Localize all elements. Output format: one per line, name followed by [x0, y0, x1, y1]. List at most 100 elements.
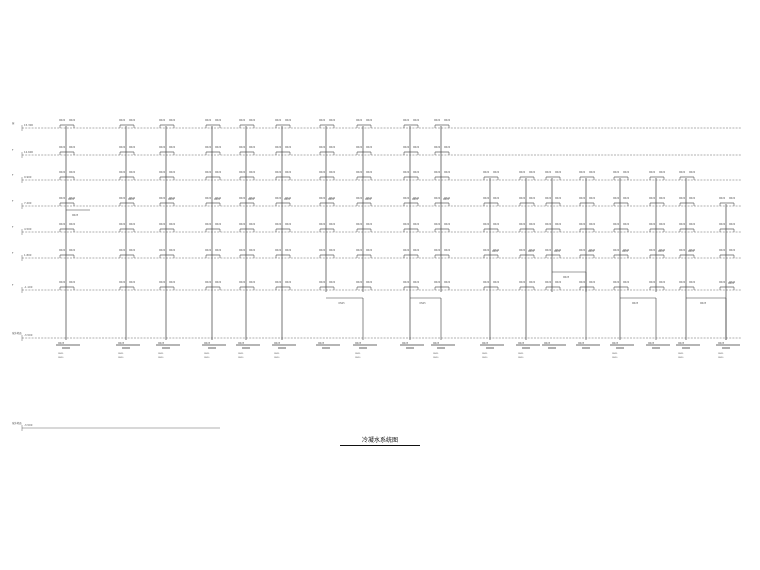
- branch-label: DN20: [129, 119, 136, 122]
- discharge-label: DN25: [648, 342, 655, 345]
- branch-label: DN20: [275, 119, 282, 122]
- branch-label: DN20: [444, 281, 451, 284]
- branch-label: DN20: [285, 171, 292, 174]
- branch-label: DN20: [215, 223, 222, 226]
- branch-label: DN20: [413, 197, 420, 200]
- note-text: DN20: [433, 357, 439, 359]
- branch-label: DN20: [319, 119, 326, 122]
- branch-label: DN20: [319, 249, 326, 252]
- branch-label: DN20: [649, 249, 656, 252]
- branch-label: DN20: [613, 249, 620, 252]
- branch-label: DN20: [329, 281, 336, 284]
- branch-label: DN20: [444, 249, 451, 252]
- branch-label: DN20: [366, 146, 373, 149]
- collector-label: DN25: [700, 302, 707, 305]
- branch-label: DN20: [649, 281, 656, 284]
- branch-label: DN20: [434, 119, 441, 122]
- branch-label: DN20: [205, 223, 212, 226]
- branch-label: DN20: [679, 223, 686, 226]
- branch-label: DN20: [239, 119, 246, 122]
- branch-label: DN20: [215, 146, 222, 149]
- riser-label: DN25: [284, 198, 291, 201]
- branch-label: DN20: [623, 281, 630, 284]
- floor-elevation-label: 7.200: [24, 201, 32, 205]
- discharge-label: DN25: [433, 342, 440, 345]
- branch-label: DN20: [519, 281, 526, 284]
- branch-label: DN20: [493, 249, 500, 252]
- discharge-label: DN25: [578, 342, 585, 345]
- note-text: DN25: [518, 353, 524, 355]
- branch-label: DN20: [434, 197, 441, 200]
- branch-label: DN20: [529, 281, 536, 284]
- branch-label: DN20: [519, 197, 526, 200]
- branch-label: DN20: [275, 197, 282, 200]
- branch-label: DN20: [275, 249, 282, 252]
- branch-label: DN20: [613, 197, 620, 200]
- branch-label: DN20: [613, 171, 620, 174]
- note-text: DN20: [274, 357, 280, 359]
- branch-label: DN20: [719, 197, 726, 200]
- branch-label: DN20: [719, 223, 726, 226]
- note-text: DN20: [678, 357, 684, 359]
- branch-label: DN20: [579, 281, 586, 284]
- note-text: DN25: [204, 353, 210, 355]
- floor-mark: 室外地面: [12, 331, 22, 335]
- branch-label: DN20: [159, 249, 166, 252]
- branch-label: DN20: [579, 197, 586, 200]
- branch-label: DN20: [159, 171, 166, 174]
- branch-label: DN20: [275, 281, 282, 284]
- floor-mark: F: [12, 284, 14, 287]
- note-text: DN25: [433, 353, 439, 355]
- note-text: DN20: [158, 357, 164, 359]
- note-text: DN25: [718, 353, 724, 355]
- discharge-label: DN25: [518, 342, 525, 345]
- branch-label: DN20: [129, 146, 136, 149]
- branch-label: DN20: [729, 281, 736, 284]
- branch-label: DN20: [623, 171, 630, 174]
- branch-label: DN20: [239, 146, 246, 149]
- branch-label: DN20: [649, 223, 656, 226]
- branch-label: DN20: [545, 197, 552, 200]
- discharge-label: DN25: [58, 342, 65, 345]
- branch-label: DN20: [444, 146, 451, 149]
- note-text: DN20: [204, 357, 210, 359]
- floor-elevation-label: -1.100: [24, 285, 33, 289]
- floor-elevation-label: -3.500: [24, 333, 33, 337]
- branch-label: DN20: [159, 223, 166, 226]
- branch-label: DN20: [545, 223, 552, 226]
- branch-label: DN20: [689, 281, 696, 284]
- branch-label: DN20: [215, 281, 222, 284]
- branch-label: DN20: [493, 223, 500, 226]
- discharge-label: DN25: [402, 342, 409, 345]
- branch-label: DN20: [319, 197, 326, 200]
- branch-label: DN20: [319, 281, 326, 284]
- branch-label: DN20: [215, 197, 222, 200]
- branch-label: DN20: [649, 171, 656, 174]
- branch-label: DN20: [119, 146, 126, 149]
- branch-label: DN20: [659, 223, 666, 226]
- riser-label: DN25: [68, 198, 75, 201]
- branch-label: DN20: [649, 197, 656, 200]
- riser-label: DN25: [554, 250, 561, 253]
- discharge-label: DN25: [318, 342, 325, 345]
- branch-label: DN20: [356, 197, 363, 200]
- branch-label: DN20: [69, 197, 76, 200]
- branch-label: DN20: [249, 119, 256, 122]
- note-text: DN25: [58, 353, 64, 355]
- branch-label: DN20: [555, 249, 562, 252]
- branch-label: DN20: [275, 223, 282, 226]
- branch-label: DN20: [169, 146, 176, 149]
- branch-label: DN20: [69, 119, 76, 122]
- branch-label: DN20: [659, 171, 666, 174]
- branch-label: DN20: [205, 119, 212, 122]
- branch-label: DN20: [159, 119, 166, 122]
- discharge-label: DN25: [612, 342, 619, 345]
- branch-label: DN20: [434, 171, 441, 174]
- branch-label: DN20: [69, 171, 76, 174]
- branch-label: DN20: [483, 197, 490, 200]
- branch-label: DN20: [169, 171, 176, 174]
- riser-label: DN25: [658, 250, 665, 253]
- branch-label: DN20: [249, 249, 256, 252]
- branch-label: DN20: [119, 223, 126, 226]
